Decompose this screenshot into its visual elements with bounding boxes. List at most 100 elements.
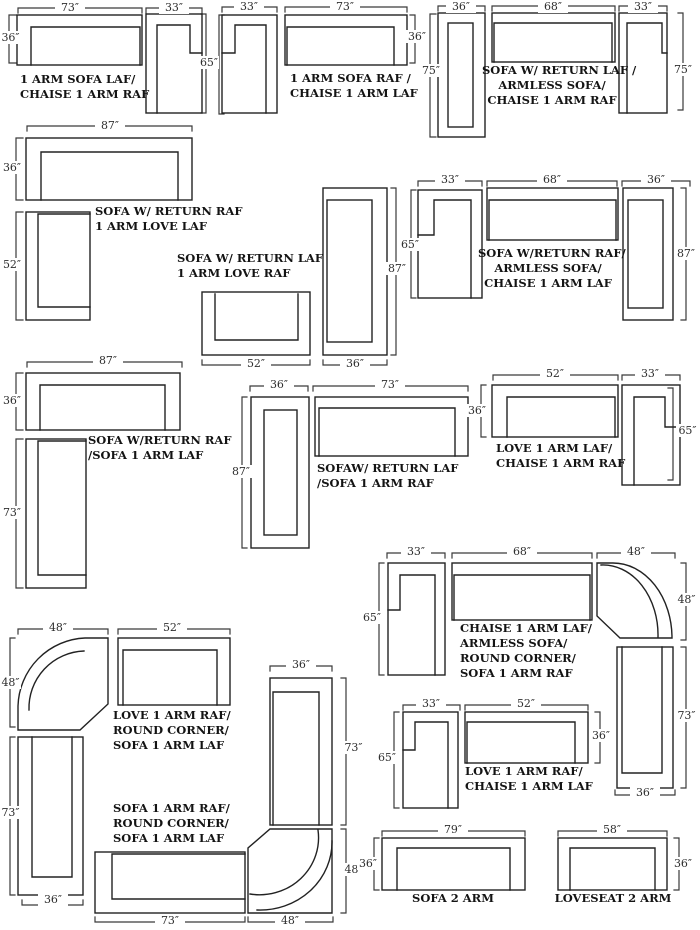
config-loveseat-2-arm: [557, 830, 680, 891]
dim-label: 73″: [342, 741, 365, 754]
config-return-laf-sofa-raf: [241, 385, 469, 549]
vertical-sofa-seat-line: [263, 409, 298, 536]
config-label: ROUND CORNER/: [113, 816, 229, 830]
dim-label: 58″: [597, 823, 627, 836]
dim-label: 87″: [229, 465, 253, 478]
dim-label: 36″: [672, 857, 694, 870]
sofa-outline: [381, 837, 526, 891]
chaise-seat-line: [221, 24, 267, 114]
dim-label: 87″: [385, 262, 409, 275]
armless-sofa-seat-line: [493, 22, 613, 63]
config-label: ARMLESS SOFA/: [498, 78, 606, 92]
config-label: CHAISE 1 ARM RAF: [496, 456, 626, 470]
dim-label: 36″: [466, 404, 488, 417]
dim-label: 36″: [406, 30, 428, 43]
dim-label: 48″: [0, 676, 21, 689]
sofa-seat-line: [111, 853, 246, 900]
dim-label: 36″: [264, 378, 294, 391]
chaise-outline: [402, 711, 459, 809]
config-love-laf-chaise-raf: [480, 374, 681, 486]
chaise-outline: [221, 14, 278, 114]
armless-sofa-seat-line: [488, 199, 617, 241]
love-seat-line: [506, 396, 616, 438]
dim-label: 33″: [159, 1, 189, 14]
dim-label: 65″: [376, 751, 398, 764]
round-corner-seat-arc: [28, 650, 85, 711]
dim-label: 73″: [675, 709, 698, 722]
dim-label: 52″: [511, 697, 541, 710]
dim-label: 36″: [1, 161, 23, 174]
dim-label: 48″: [675, 593, 698, 606]
dim-label: 36″: [1, 394, 23, 407]
vertical-sofa-outline: [250, 396, 310, 549]
sofa-seat-line: [30, 26, 141, 66]
vertical-sofa-outline: [269, 677, 333, 826]
config-sofa-2-arm: [373, 830, 526, 891]
config-label: 1 ARM LOVE LAF: [95, 219, 207, 233]
dim-label: 52″: [540, 367, 570, 380]
config-label: /SOFA 1 ARM LAF: [88, 448, 204, 462]
dim-label: 68″: [507, 545, 537, 558]
config-label: SOFAW/ RETURN LAF: [317, 461, 459, 475]
chaise-outline: [417, 189, 483, 299]
chaise-outline: [387, 562, 446, 676]
dim-label: 73″: [1, 506, 23, 519]
dim-label: 48″: [621, 545, 651, 558]
love-outline: [464, 711, 589, 764]
love-outline: [491, 384, 619, 438]
config-label: SOFA 1 ARM LAF: [113, 831, 225, 845]
chaise-outline: [618, 12, 668, 114]
config-label: SOFA 2 ARM: [412, 891, 494, 905]
armless-sofa-outline: [451, 562, 593, 621]
dim-label: 33″: [635, 367, 665, 380]
config-label: 1 ARM SOFA LAF/: [20, 72, 136, 86]
round-corner-outline: [247, 828, 333, 914]
dim-label: 36″: [38, 893, 68, 906]
config-label: 1 ARM LOVE RAF: [177, 266, 291, 280]
dim-label: 33″: [435, 173, 465, 186]
round-corner-outline: [17, 637, 109, 731]
dim-label: 73″: [375, 378, 405, 391]
sofa-seat-line: [40, 151, 179, 201]
love-outline: [117, 637, 231, 706]
chaise-seat-line: [402, 721, 449, 809]
dim-label: 73″: [330, 0, 360, 13]
love-outline: [25, 211, 91, 321]
config-label: LOVE 1 ARM LAF/: [496, 441, 613, 455]
chaise-seat-line: [387, 574, 436, 676]
dim-label: 52″: [241, 357, 271, 370]
return-sofa-seat-line: [326, 199, 373, 343]
config-label: ROUND CORNER/: [460, 651, 576, 665]
round-corner-seat-arc: [600, 564, 659, 638]
dim-label: 36″: [357, 857, 379, 870]
sofa-outline: [25, 137, 193, 201]
dim-label: 36″: [446, 0, 476, 13]
return-sofa-seat-line: [447, 22, 474, 128]
config-label: SOFA W/ RETURN LAF: [177, 251, 324, 265]
chaise-seat-line: [156, 24, 203, 114]
vertical-sofa-seat-line: [621, 646, 663, 774]
config-label: CHAISE 1 ARM LAF/: [460, 621, 592, 635]
dim-label: 33″: [416, 697, 446, 710]
return-sofa-outline: [437, 12, 486, 138]
round-corner-back-arc: [256, 840, 333, 911]
chaise-seat-line: [633, 396, 681, 486]
config-label: ARMLESS SOFA/: [494, 261, 602, 275]
return-sofa-outline: [322, 187, 388, 356]
dim-label: 36″: [641, 173, 671, 186]
config-label: SOFA W/RETURN RAF: [88, 433, 232, 447]
love-seat-line: [37, 213, 91, 308]
config-label: 1 ARM SOFA RAF /: [290, 71, 411, 85]
dim-label: 36″: [590, 729, 612, 742]
dim-label: 75″: [671, 63, 695, 76]
round-corner-seat-arc: [249, 829, 320, 896]
config-sofa-raf-corner-sofa-laf: [94, 665, 347, 923]
config-label: CHAISE 1 ARM RAF: [20, 87, 150, 101]
sofa-seat-line: [396, 847, 511, 891]
chaise-outline: [621, 384, 681, 486]
dim-label: 36″: [0, 31, 21, 44]
config-label: SOFA 1 ARM RAF/: [113, 801, 230, 815]
dim-label: 87″: [93, 354, 123, 367]
love-seat-line: [466, 721, 576, 764]
dim-bracket: [667, 387, 674, 481]
